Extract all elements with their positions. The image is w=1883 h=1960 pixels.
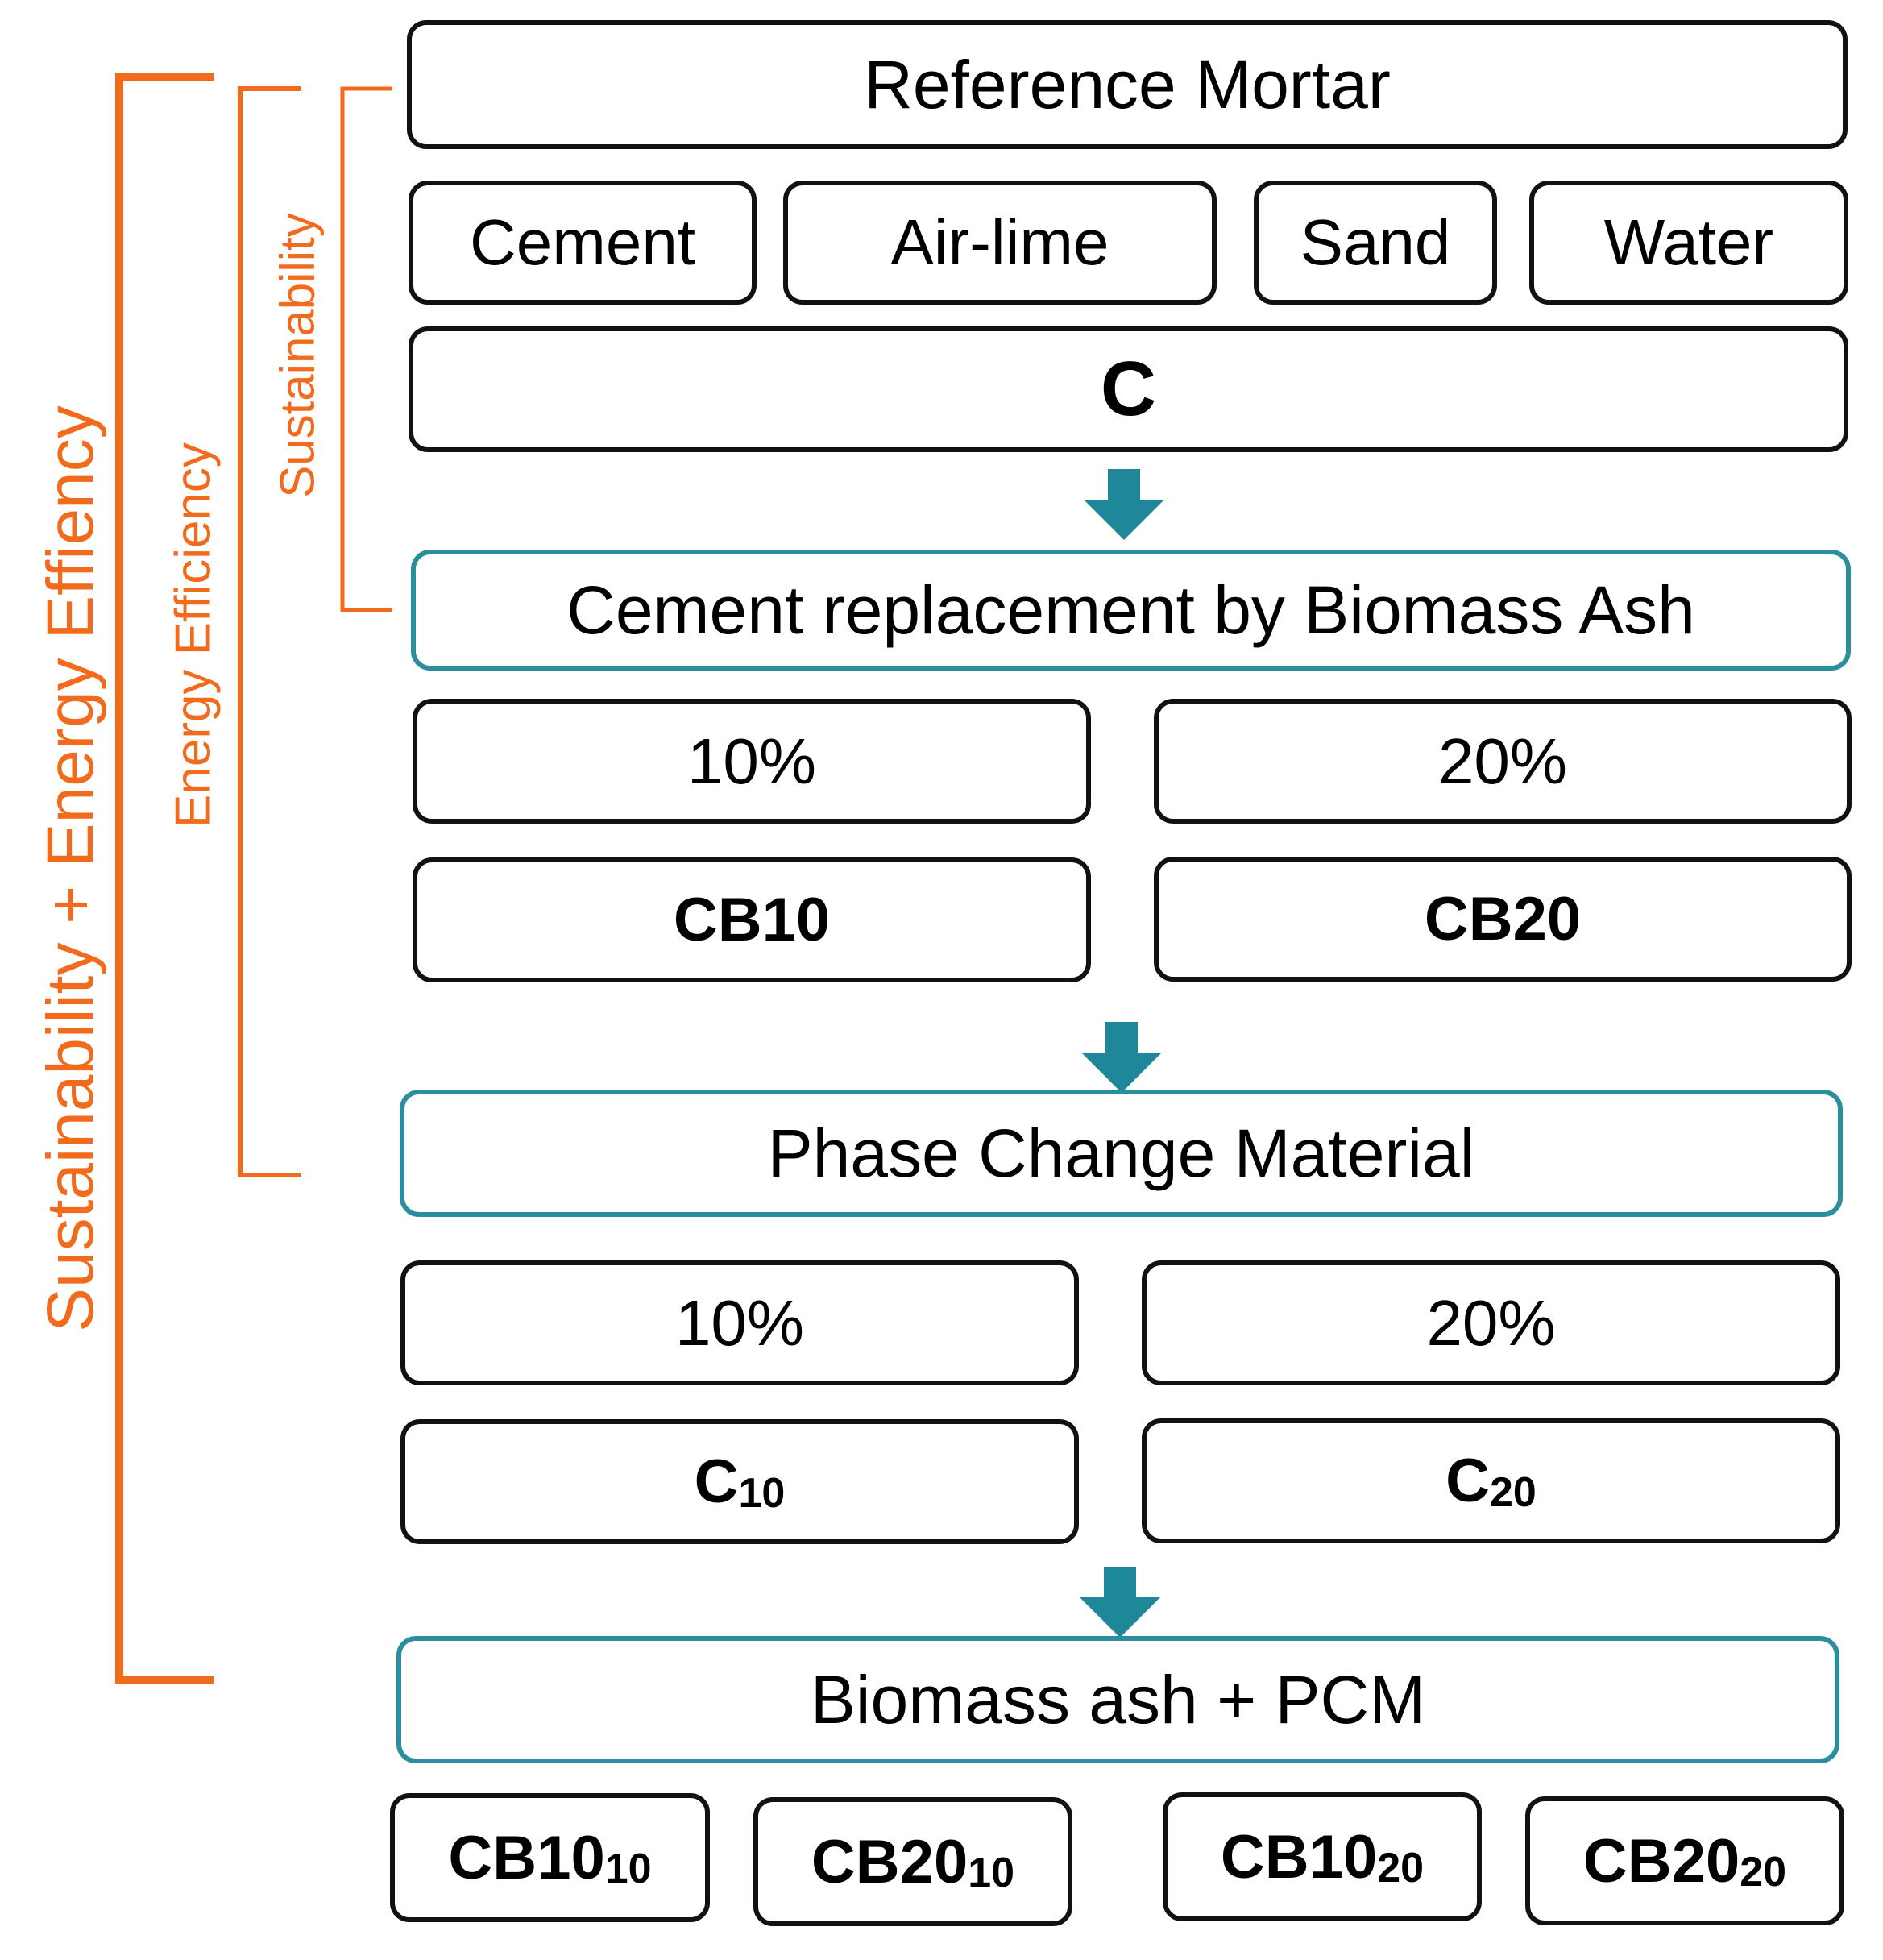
middle-bracket xyxy=(238,86,301,1177)
pcm-percent-10: 10% xyxy=(400,1260,1079,1385)
biomass-ash-box: Cement replacement by Biomass Ash xyxy=(411,550,1851,671)
reference-code-box: C xyxy=(409,326,1848,452)
outer-bracket xyxy=(115,73,214,1684)
outer-scope-label: Sustainability + Energy Effiency xyxy=(34,405,107,1332)
down-arrow-1 xyxy=(1084,469,1164,540)
middle-scope-label: Energy Efficiency xyxy=(165,442,222,828)
down-arrow-3 xyxy=(1080,1567,1160,1638)
code-subscript: 20 xyxy=(1377,1845,1425,1891)
code-main: CB10 xyxy=(448,1823,605,1892)
code-main: CB20 xyxy=(811,1827,968,1896)
code-subscript: 10 xyxy=(604,1846,652,1892)
code-subscript: 20 xyxy=(1740,1849,1787,1896)
code-main: CB20 xyxy=(1582,1826,1740,1896)
code-subscript: 10 xyxy=(968,1850,1015,1896)
reference-mortar-box: Reference Mortar xyxy=(407,20,1848,149)
code-main: CB10 xyxy=(1220,1822,1378,1891)
component-air-lime: Air-lime xyxy=(783,181,1217,305)
code-subscript: 20 xyxy=(1490,1468,1537,1516)
pcm-percent-20: 20% xyxy=(1142,1260,1840,1385)
code-cb20: CB20 xyxy=(1154,857,1852,982)
code-main: C xyxy=(694,1447,739,1516)
code-main: C xyxy=(1445,1447,1491,1515)
code-cb10: CB10 xyxy=(413,858,1091,982)
inner-bracket xyxy=(340,86,392,612)
code-subscript: 10 xyxy=(738,1469,786,1517)
biomass-pcm-box: Biomass ash + PCM xyxy=(396,1636,1839,1763)
component-sand: Sand xyxy=(1254,181,1497,305)
code-main: CB20 xyxy=(1424,885,1582,953)
biomass-percent-20: 20% xyxy=(1154,699,1852,824)
code-main: CB10 xyxy=(673,886,831,954)
component-cement: Cement xyxy=(409,181,757,305)
component-water: Water xyxy=(1529,181,1848,305)
biomass-percent-10: 10% xyxy=(413,699,1091,824)
inner-scope-label: Sustainability xyxy=(270,213,325,498)
down-arrow-2 xyxy=(1081,1022,1162,1093)
pcm-box: Phase Change Material xyxy=(400,1090,1843,1217)
